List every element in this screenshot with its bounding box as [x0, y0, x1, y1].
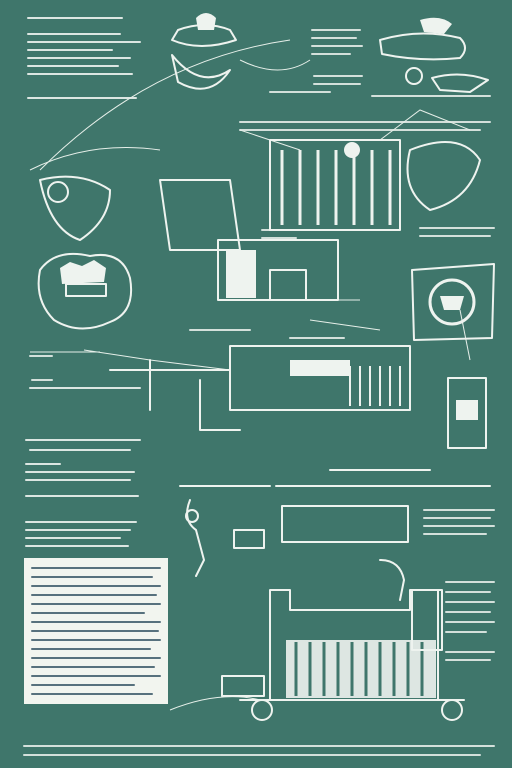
header-annotations: [27, 17, 141, 99]
flag-box: [411, 263, 495, 341]
lower-right-annotations: [423, 509, 495, 661]
engine-sketch: [109, 345, 487, 449]
mid-annotations: [29, 227, 495, 381]
footer-annotations: [23, 745, 495, 756]
text-panel-lines: [31, 567, 161, 695]
left-annotations: [25, 387, 141, 547]
right-header-annotations: [239, 29, 491, 131]
fortress-sketch: [221, 589, 465, 721]
text-panel: [24, 558, 168, 704]
top-vessel-sketch: [171, 13, 489, 93]
crest-emblem: [37, 175, 132, 330]
connector-lines: [29, 39, 471, 711]
lower-machine: [179, 469, 491, 601]
central-machine: [159, 139, 481, 301]
